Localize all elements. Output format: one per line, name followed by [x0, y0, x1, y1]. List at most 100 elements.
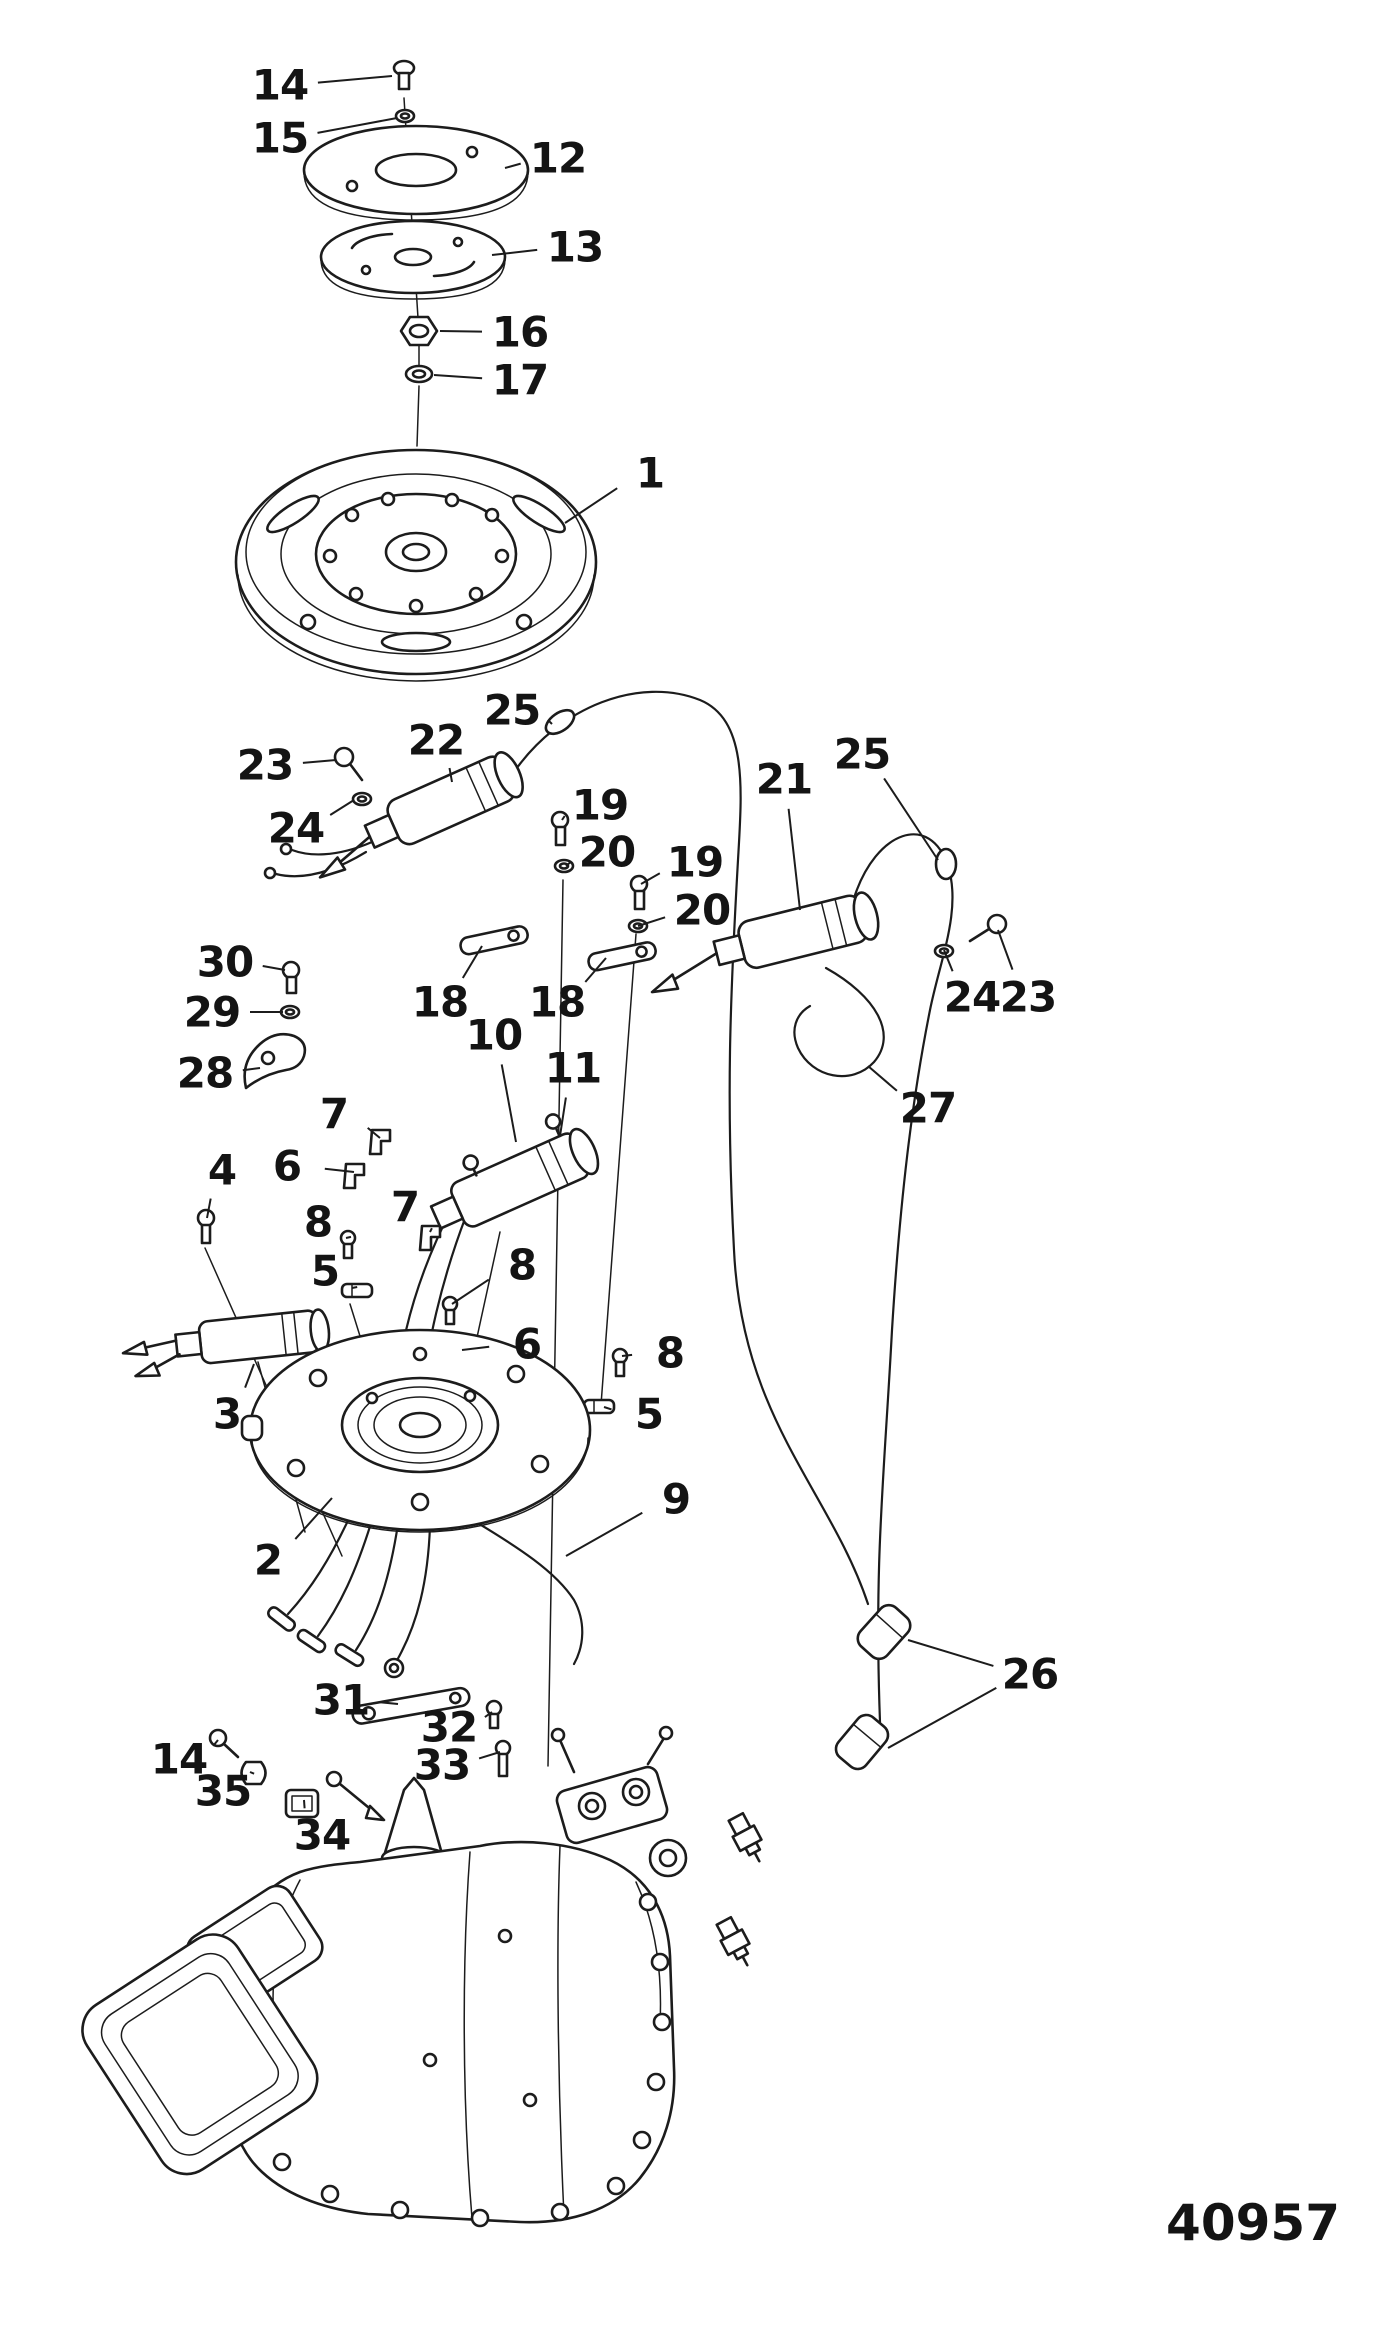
callout-leader-line: [565, 1511, 643, 1557]
callout-leader-line: [212, 1739, 219, 1747]
callout-leader-line: [564, 487, 618, 524]
spark-plug-2: [715, 1915, 751, 1967]
callout-leader-line: [943, 949, 954, 972]
callout-leader-line: [584, 957, 607, 983]
callout-leader-line: [603, 1406, 612, 1411]
ignition-coil-3: [121, 1308, 331, 1378]
harness-wire-5: [464, 1514, 584, 1666]
callout-leader-line: [637, 916, 666, 927]
clamp-7b: [418, 1224, 442, 1252]
callout-17-label-20: 20: [674, 886, 730, 935]
callout-42-label-31: 31: [313, 1676, 369, 1725]
flywheel-1: [234, 448, 598, 682]
callout-leader-line: [887, 1687, 997, 1749]
screw-30: [281, 960, 301, 995]
screw-8c: [611, 1347, 629, 1378]
callout-leader-line: [504, 162, 521, 169]
nut-16: [399, 315, 439, 347]
screw-14-bottom: [208, 1728, 240, 1759]
callout-leader-line: [317, 117, 398, 134]
callout-8-label-25: 25: [484, 686, 540, 735]
callout-leader-line: [439, 330, 483, 333]
callout-40-label-9: 9: [662, 1475, 690, 1524]
clip-5b: [582, 1398, 616, 1415]
callout-leader-line: [559, 1097, 567, 1137]
link-strip-31: [351, 1686, 471, 1725]
clamp-34: [284, 1770, 386, 1822]
callout-1-label-14: 14: [252, 61, 308, 110]
callout-6-label-17: 17: [492, 356, 548, 405]
callout-4-label-13: 13: [547, 223, 603, 272]
callout-2-label-15: 15: [252, 114, 308, 163]
callout-leader-line: [561, 815, 566, 821]
callout-22-label-18: 18: [529, 978, 585, 1027]
callout-leader-line: [302, 759, 337, 764]
wire-grommet-25-left: [544, 708, 576, 736]
top-bracket: [550, 1725, 674, 1845]
drawing-number: 40957: [1166, 2194, 1340, 2252]
spark-plug-wire-right: [852, 833, 954, 1724]
callout-34-label-8: 8: [508, 1241, 536, 1290]
coil-lead-wire-27: [793, 966, 885, 1078]
callout-12-label-19: 19: [572, 781, 628, 830]
callout-leader-line: [461, 1345, 490, 1351]
spark-plug-1: [727, 1811, 763, 1863]
callout-leader-line: [621, 1353, 633, 1357]
screw-8b: [441, 1295, 459, 1326]
washer-17: [404, 364, 434, 384]
ignition-coil-10: [429, 1113, 600, 1230]
bracket-18b: [587, 941, 657, 972]
callout-leader-line: [244, 1363, 255, 1388]
callout-leader-line: [484, 1711, 493, 1718]
callout-leader-line: [242, 1067, 261, 1072]
harness-connectors-9: [267, 1606, 405, 1679]
harness-wire-4: [394, 1524, 432, 1664]
clamp-6a: [342, 1162, 366, 1190]
harness-wire-1: [286, 1510, 354, 1616]
washer-29: [279, 1004, 301, 1020]
callout-27-label-27: 27: [900, 1084, 956, 1133]
callout-leader-line: [351, 1286, 358, 1289]
callout-leader-line: [303, 1799, 306, 1809]
callout-leader-line: [907, 1639, 994, 1667]
callout-24-label-11: 11: [545, 1044, 601, 1093]
washer-24-left: [351, 791, 373, 807]
callout-28-label-7: 7: [320, 1090, 348, 1139]
washer-15: [394, 108, 416, 124]
callout-31-label-8: 8: [304, 1198, 332, 1247]
callout-14-label-21: 21: [756, 755, 812, 804]
cover-plate-12: [302, 124, 530, 221]
plate-13: [319, 219, 507, 300]
callout-43-label-32: 32: [421, 1703, 477, 1752]
callout-9-label-23: 23: [237, 741, 293, 790]
screw-4: [196, 1208, 216, 1245]
callout-35-label-6: 6: [513, 1320, 541, 1369]
callout-leader-line: [329, 799, 355, 816]
wire-grommet-25-right: [934, 847, 958, 881]
screw-23-left: [333, 746, 364, 782]
bracket-18a: [459, 925, 529, 956]
callout-21-label-18: 18: [412, 978, 468, 1027]
callout-leader-line: [547, 719, 553, 725]
callout-30-label-4: 4: [208, 1146, 236, 1195]
harness-wire-2: [316, 1518, 374, 1638]
callout-26-label-23: 23: [1000, 973, 1056, 1022]
callout-32-label-7: 7: [391, 1183, 419, 1232]
callout-leader-line: [249, 1771, 255, 1775]
callout-25-label-24: 24: [944, 973, 1000, 1022]
screw-32: [485, 1699, 503, 1730]
callout-41-label-26: 26: [1002, 1650, 1058, 1699]
callout-33-label-5: 5: [311, 1247, 339, 1296]
bracket-28: [243, 1032, 307, 1090]
callout-46-label-33: 33: [414, 1741, 470, 1790]
harness-wire-3: [354, 1522, 400, 1652]
clip-5a: [340, 1282, 374, 1299]
callout-leader-line: [317, 75, 393, 84]
callout-leader-line: [640, 872, 661, 885]
callout-45-label-35: 35: [195, 1767, 251, 1816]
callout-15-label-25: 25: [834, 730, 890, 779]
callout-leader-line: [451, 1278, 490, 1305]
spark-plug-boot-1: [856, 1603, 912, 1661]
callout-leader-line: [997, 929, 1014, 970]
kill-lead-1: [290, 840, 374, 856]
